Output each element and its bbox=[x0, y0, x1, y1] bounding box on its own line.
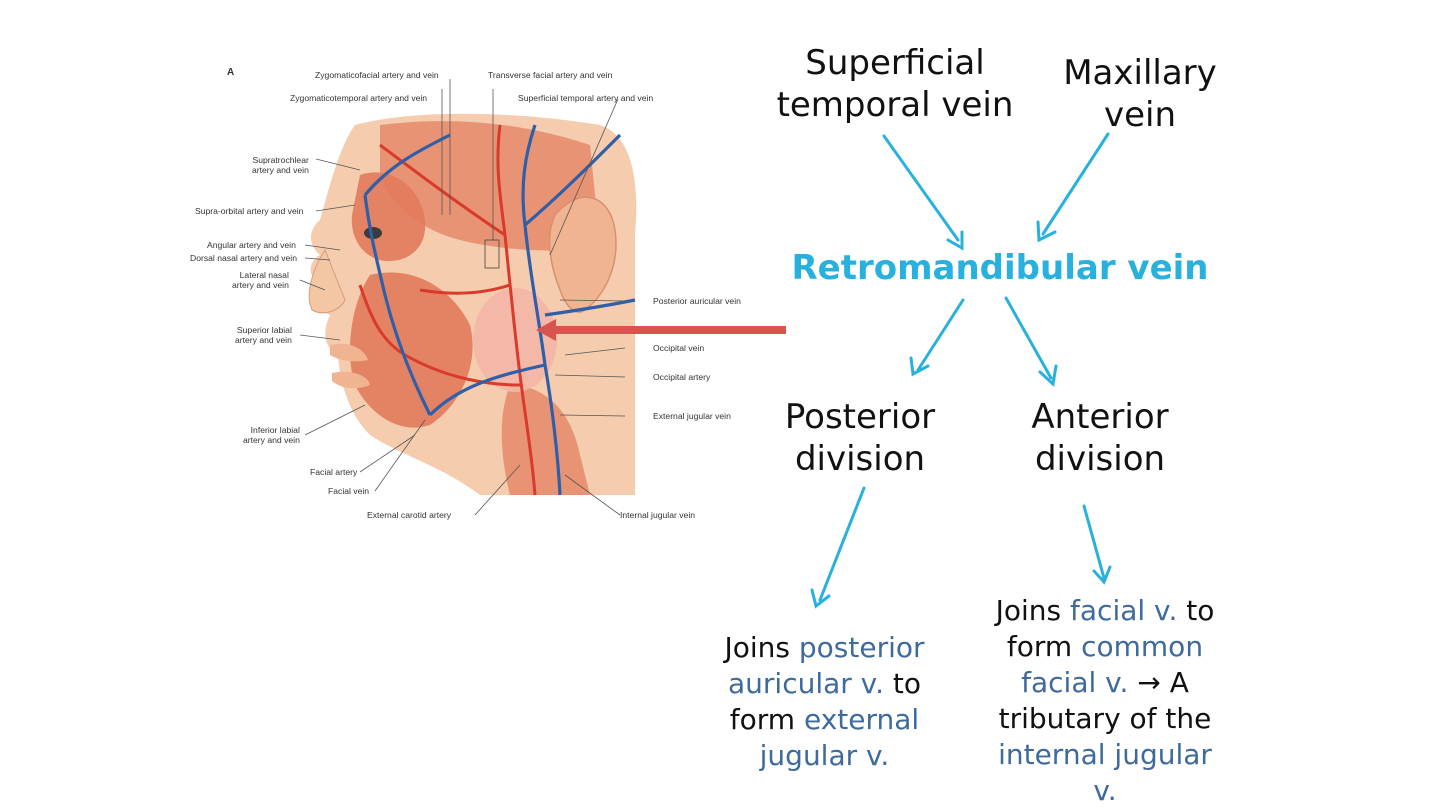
label-facial-vein: Facial vein bbox=[328, 486, 370, 496]
arrowhead-5 bbox=[810, 588, 831, 609]
head-illustration bbox=[299, 79, 637, 516]
maxillary-vein-label: Maxillary vein bbox=[1063, 53, 1217, 135]
arrowhead-3 bbox=[909, 356, 930, 377]
arrow-posterior-to-desc bbox=[818, 486, 866, 602]
arrow-retro-to-posterior bbox=[916, 298, 965, 372]
external-jugular-term: external jugular v. bbox=[759, 703, 920, 772]
posterior-desc-text-2: to form bbox=[729, 667, 921, 736]
label-occipital-vein: Occipital vein bbox=[653, 343, 705, 353]
label-external-jugular: External jugular vein bbox=[653, 411, 731, 421]
anterior-desc-text-3: → A tributary of the bbox=[998, 666, 1212, 735]
figure-marker-box bbox=[484, 239, 500, 269]
upper-lip bbox=[330, 343, 368, 362]
arrow-retro-to-anterior bbox=[1004, 296, 1053, 380]
panel-letter: A bbox=[227, 67, 235, 78]
anterior-desc-text-1: Joins bbox=[995, 594, 1071, 627]
label-internal-jugular: Internal jugular vein bbox=[620, 510, 696, 520]
label-lateral-nasal: Lateral nasal artery and vein bbox=[232, 270, 289, 290]
label-superficial-temporal: Superficial temporal artery and vein bbox=[518, 93, 654, 103]
internal-jugular-term: internal jugular v. bbox=[998, 738, 1212, 807]
label-supratrochlear: Supratrochlear artery and vein bbox=[252, 155, 309, 175]
leader-lines bbox=[299, 79, 626, 516]
label-superior-labial: Superior labial artery and vein bbox=[235, 325, 292, 345]
label-dorsal-nasal: Dorsal nasal artery and vein bbox=[190, 253, 297, 263]
common-facial-term: common facial v. bbox=[1021, 630, 1204, 699]
arrowhead-2 bbox=[1036, 220, 1057, 243]
label-posterior-auricular: Posterior auricular vein bbox=[653, 296, 741, 306]
arrowhead-1 bbox=[946, 230, 964, 251]
label-supra-orbital: Supra-orbital artery and vein bbox=[195, 206, 304, 216]
lower-lip bbox=[332, 371, 370, 389]
retromandibular-vein-title: Retromandibular vein bbox=[791, 248, 1209, 288]
facial-vein-term: facial v. bbox=[1070, 594, 1178, 627]
anatomy-figure: A Zygomaticofacial artery and vein Zygom… bbox=[180, 55, 780, 535]
pointer-arrow bbox=[536, 319, 786, 341]
arteries bbox=[358, 124, 537, 496]
anterior-division-label: Anterior division bbox=[1031, 397, 1169, 479]
arrow-superficial-to-retro bbox=[882, 134, 960, 242]
posterior-desc-text-1: Joins bbox=[724, 631, 799, 664]
arrowhead-6 bbox=[1092, 565, 1112, 585]
label-angular: Angular artery and vein bbox=[207, 240, 296, 250]
muscle-temporal bbox=[380, 121, 600, 251]
anterior-desc-text-2: to form bbox=[1006, 594, 1215, 663]
label-external-carotid: External carotid artery bbox=[367, 510, 452, 520]
ear bbox=[548, 196, 617, 313]
superficial-temporal-vein-label: Superficial temporal vein bbox=[776, 43, 1014, 125]
arrow-maxillary-to-retro bbox=[1041, 132, 1110, 236]
posterior-division-description: Joins posterior auricular v. to form ext… bbox=[722, 630, 927, 774]
posterior-auricular-term: posterior auricular v. bbox=[728, 631, 925, 700]
eye bbox=[364, 227, 382, 239]
label-zygomaticofacial: Zygomaticofacial artery and vein bbox=[315, 70, 439, 80]
veins bbox=[363, 124, 636, 496]
label-occipital-artery: Occipital artery bbox=[653, 372, 711, 382]
label-zygomaticotemporal: Zygomaticotemporal artery and vein bbox=[290, 93, 428, 103]
posterior-division-label: Posterior division bbox=[784, 397, 936, 479]
muscle-orbital bbox=[351, 172, 426, 261]
arrowhead-4 bbox=[1038, 364, 1058, 387]
anterior-division-description: Joins facial v. to form common facial v.… bbox=[985, 593, 1225, 809]
label-facial-artery: Facial artery bbox=[310, 467, 358, 477]
arrow-anterior-to-desc bbox=[1082, 504, 1106, 580]
label-transverse-facial: Transverse facial artery and vein bbox=[488, 70, 613, 80]
label-inferior-labial: Inferior labial artery and vein bbox=[243, 425, 300, 445]
muscle-cheek bbox=[350, 272, 473, 428]
nose bbox=[308, 248, 346, 314]
